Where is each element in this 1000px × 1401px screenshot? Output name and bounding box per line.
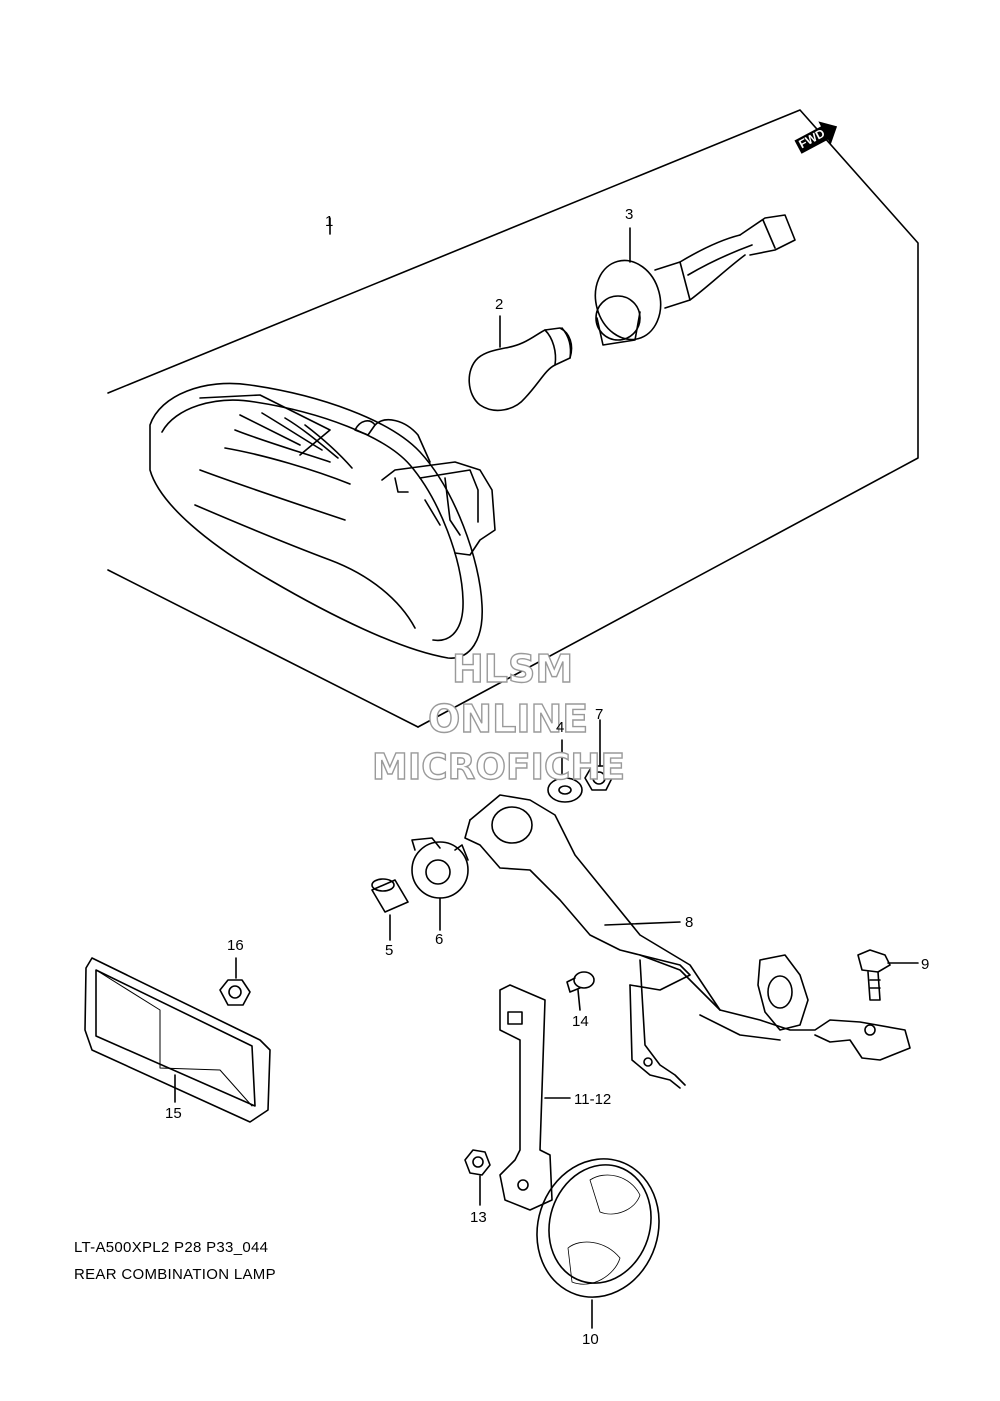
callout-5: 5 [385,942,394,959]
reflector-nut [464,1149,491,1206]
washer [547,739,583,803]
callout-3: 3 [625,206,634,223]
callout-9: 9 [921,956,930,973]
screw [566,971,595,1011]
rect-reflector [84,957,271,1123]
callout-1: 1 [325,213,334,230]
reflector-16-nut [219,957,251,1006]
lamp-bracket [464,794,911,1089]
flange-bolt [857,949,919,1001]
forward-direction-arrow: FWD [791,115,844,160]
watermark-line-3: MICROFICHE [371,747,626,788]
assembly-frame [107,109,919,728]
lamp-housing [149,382,496,659]
watermark-line-1: HLSM [451,647,574,691]
nut [584,719,613,791]
fwd-arrow-shape [794,121,838,154]
callout-10: 10 [582,1331,599,1348]
callout-15: 15 [165,1105,182,1122]
bulb-socket [594,214,796,346]
callout-16: 16 [227,937,244,954]
diagram-code: LT-A500XPL2 P28 P33_044 [74,1239,269,1256]
callout-7: 7 [595,706,604,723]
collar [371,878,409,941]
callout-8: 8 [685,914,694,931]
diagram-title: REAR COMBINATION LAMP [74,1266,276,1283]
callout-4: 4 [556,719,565,736]
callout-13: 13 [470,1209,487,1226]
watermark-line-2: ONLINE [427,697,589,741]
callout-6: 6 [435,931,444,948]
callout-2: 2 [495,296,504,313]
callout-11-12: 11-12 [574,1091,612,1108]
grommet [411,837,469,931]
round-reflector [536,1158,660,1329]
callout-14: 14 [572,1013,589,1030]
reflector-bracket [499,984,571,1211]
bulb [468,315,573,412]
